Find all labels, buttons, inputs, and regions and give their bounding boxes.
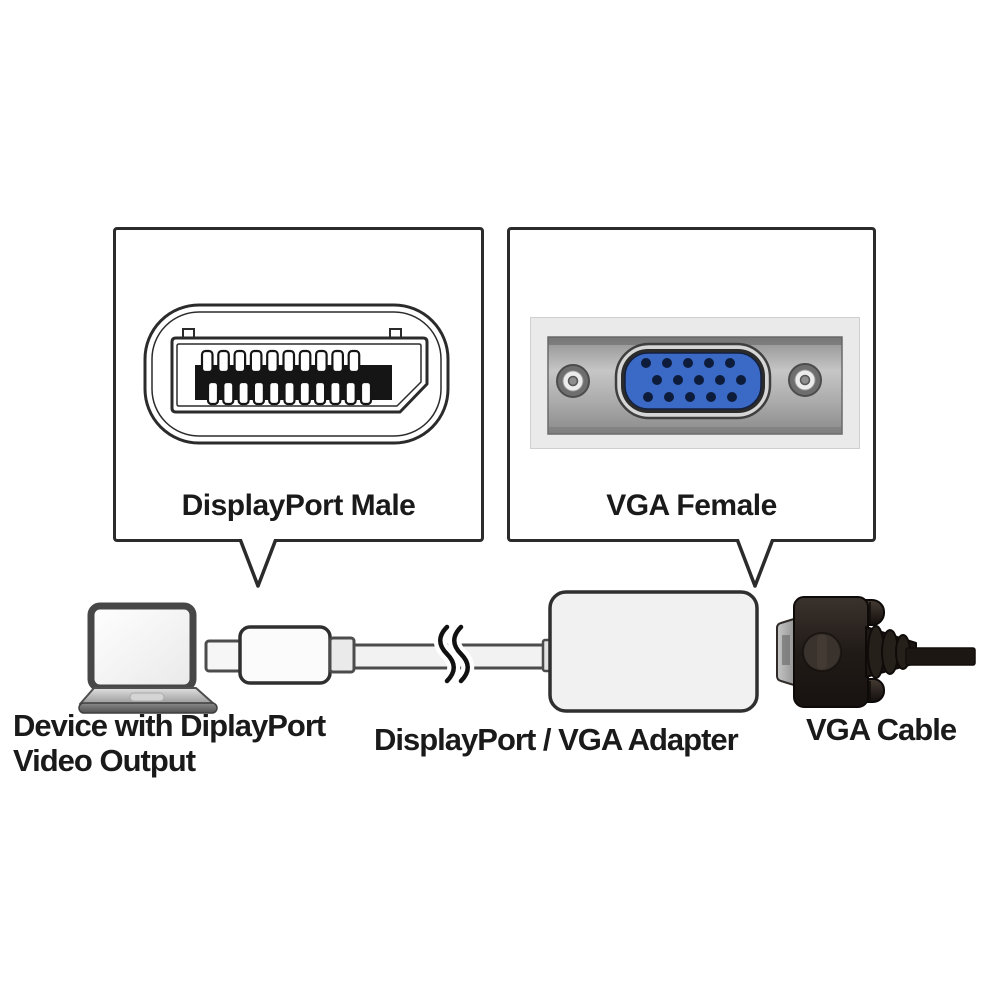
vga-female-port-icon	[530, 317, 860, 449]
mini-displayport-plug-icon	[204, 625, 356, 685]
adapter-caption: DisplayPort / VGA Adapter	[374, 722, 739, 757]
callout-pointer-left	[238, 539, 278, 588]
vga-cable-caption: VGA Cable	[806, 712, 957, 747]
vga-cable	[905, 647, 976, 666]
vga-screw-hole-right	[788, 363, 822, 397]
vga-screw-hole-left	[556, 364, 590, 398]
displayport-male-label: DisplayPort Male	[181, 489, 416, 522]
vga-strain-relief	[865, 625, 917, 679]
vga-plug-icon	[776, 596, 976, 708]
device-caption: Device with DiplayPort Video Output	[13, 708, 326, 778]
callout-pointer-right	[735, 539, 775, 588]
displayport-male-connector-icon	[143, 303, 450, 445]
adapter-assembly	[204, 590, 759, 713]
displayport-pin-row	[195, 349, 392, 406]
vga-dsub-socket	[614, 342, 772, 420]
cable-break-icon	[433, 620, 475, 688]
laptop-icon	[78, 602, 218, 714]
adapter-body	[548, 590, 759, 713]
vga-female-label: VGA Female	[606, 489, 777, 522]
